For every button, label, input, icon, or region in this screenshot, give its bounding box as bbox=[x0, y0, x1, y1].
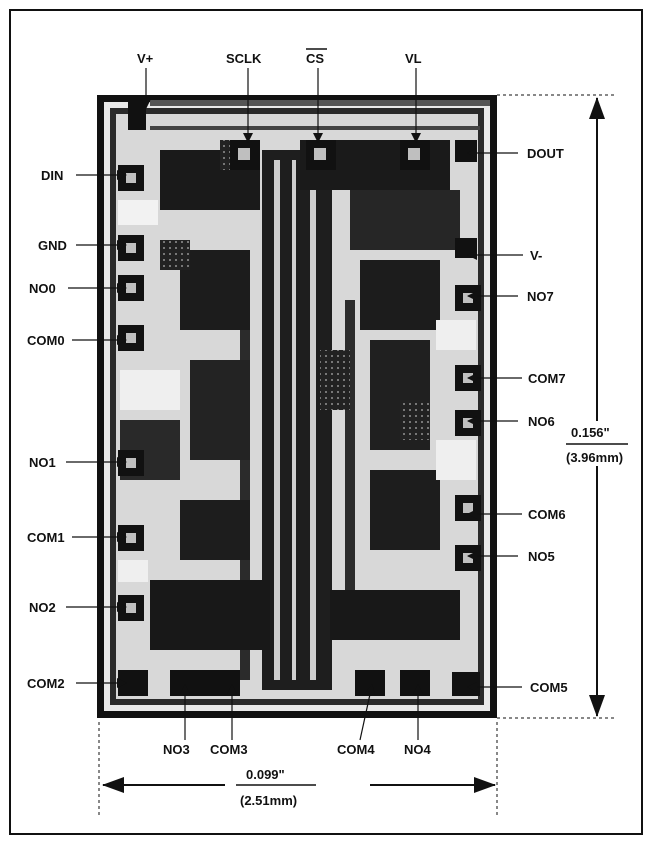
pin-label-v-plus: V+ bbox=[137, 51, 154, 66]
pin-label-sclk: SCLK bbox=[226, 51, 262, 66]
pin-label-v-minus: V- bbox=[530, 248, 542, 263]
pin-label-din: DIN bbox=[41, 168, 63, 183]
pin-label-vl: VL bbox=[405, 51, 422, 66]
pin-label-com0: COM0 bbox=[27, 333, 65, 348]
pin-label-no1: NO1 bbox=[29, 455, 56, 470]
pin-labels: V+ SCLK CS VL DOUT DIN GND V- NO0 NO7 CO… bbox=[27, 48, 568, 757]
pin-label-com4: COM4 bbox=[337, 742, 375, 757]
pin-label-com5: COM5 bbox=[530, 680, 568, 695]
pin-label-no6: NO6 bbox=[528, 414, 555, 429]
pin-label-no4: NO4 bbox=[404, 742, 432, 757]
pin-label-com3: COM3 bbox=[210, 742, 248, 757]
pin-label-com2: COM2 bbox=[27, 676, 65, 691]
pin-label-gnd: GND bbox=[38, 238, 67, 253]
width-mm-label: (2.51mm) bbox=[240, 793, 297, 808]
pin-label-com1: COM1 bbox=[27, 530, 65, 545]
height-mm-label: (3.96mm) bbox=[566, 450, 623, 465]
pin-label-no3: NO3 bbox=[163, 742, 190, 757]
pin-leaders bbox=[66, 68, 523, 741]
pin-label-com7: COM7 bbox=[528, 371, 566, 386]
pin-label-dout: DOUT bbox=[527, 146, 564, 161]
pin-label-no7: NO7 bbox=[527, 289, 554, 304]
pin-label-com6: COM6 bbox=[528, 507, 566, 522]
die-photo bbox=[97, 95, 497, 718]
height-inches-label: 0.156" bbox=[571, 425, 610, 440]
pin-label-no2: NO2 bbox=[29, 600, 56, 615]
pin-label-no0: NO0 bbox=[29, 281, 56, 296]
pin-label-no5: NO5 bbox=[528, 549, 555, 564]
pin-label-cs: CS bbox=[306, 51, 324, 66]
width-inches-label: 0.099" bbox=[246, 767, 285, 782]
extension-lines bbox=[98, 94, 615, 815]
